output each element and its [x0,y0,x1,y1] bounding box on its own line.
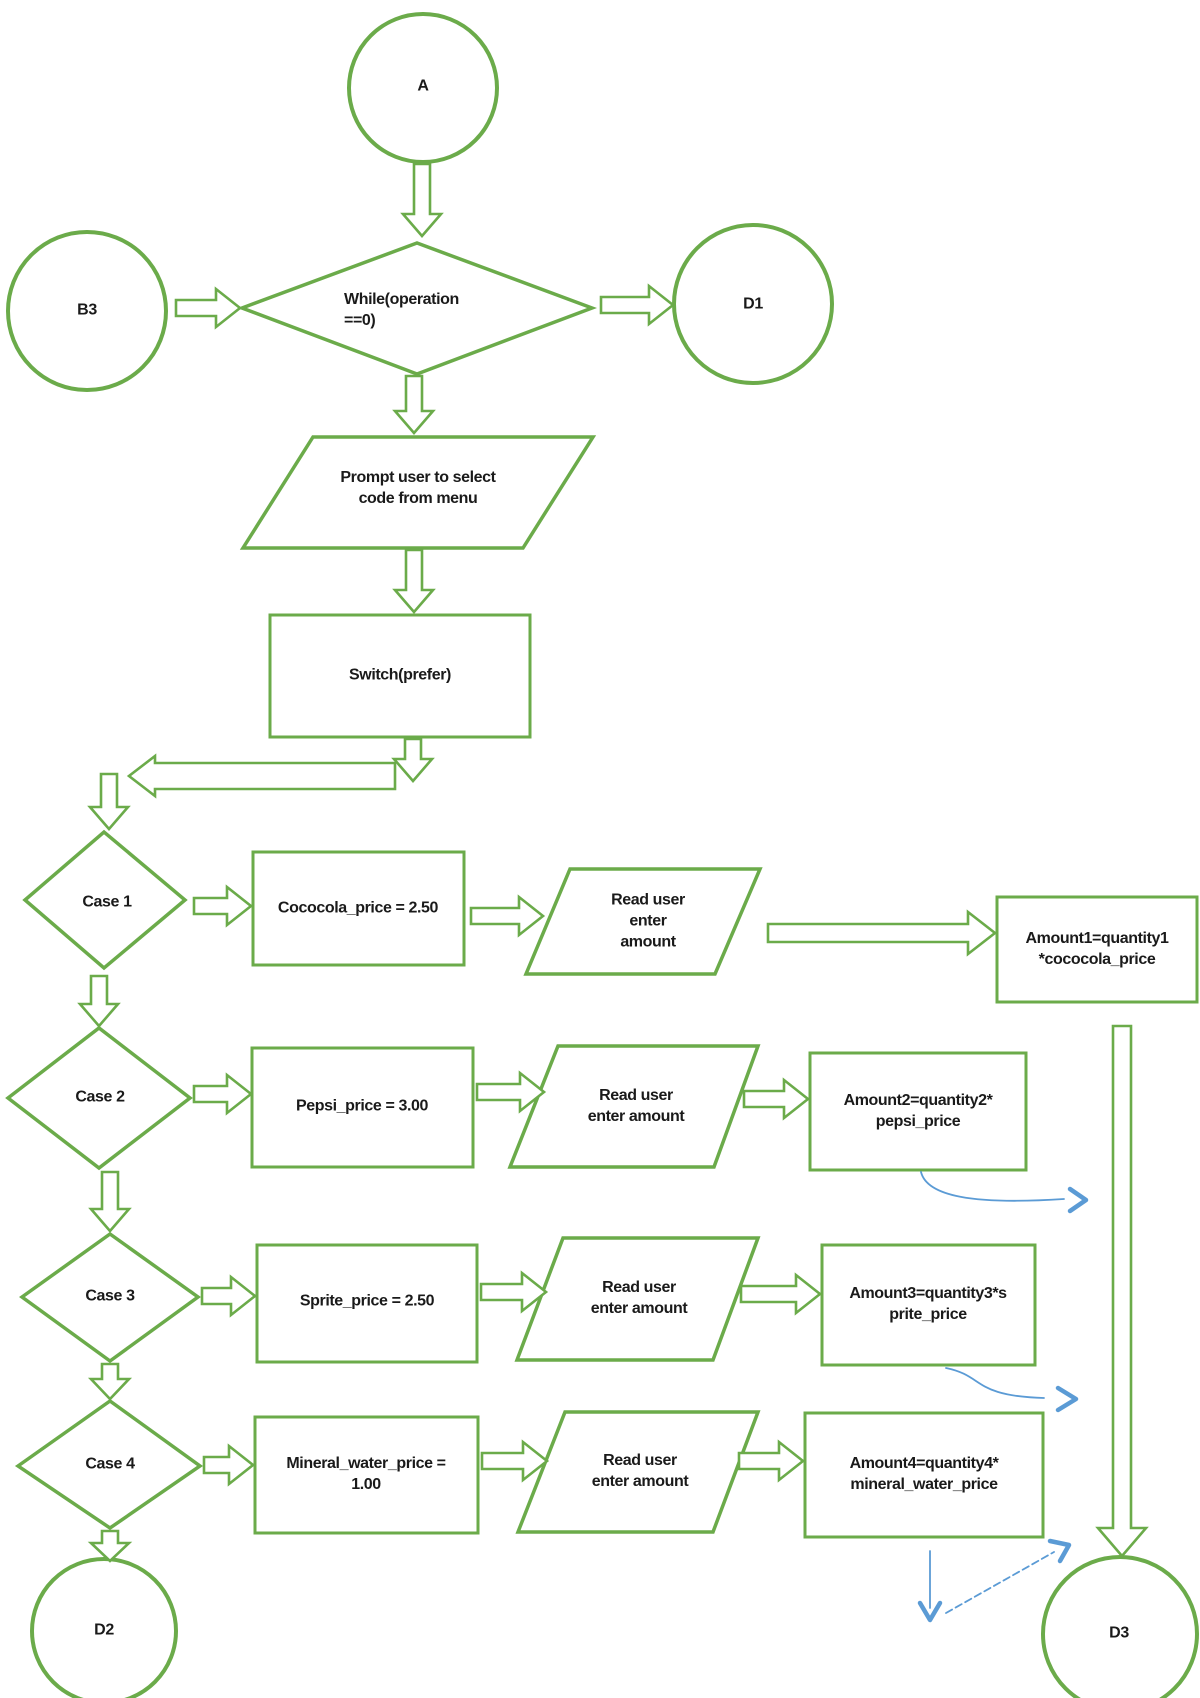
switch-label: Switch(prefer) [349,666,451,684]
amount3-label: Amount3=quantity3*s prite_price [849,1284,1007,1323]
arrow-mineral-to-read4 [480,1439,550,1483]
arrow-case3-to-sprite [200,1274,258,1318]
sprite-price-rect [255,1243,479,1364]
while-label: While(operation ==0) [344,290,459,329]
arrow-case2-to-pepsi [192,1072,254,1116]
prompt-label: Prompt user to select code from menu [340,468,496,507]
amount3-rect [820,1243,1037,1367]
case2-diamond [5,1025,193,1171]
blue-arrowhead-amount2 [1067,1186,1089,1214]
case3-diamond [19,1231,201,1364]
terminal-a-label: A [417,77,429,95]
sprite-price-label: Sprite_price = 2.50 [299,1292,435,1310]
arrow-read2-to-amount2 [742,1077,811,1121]
blue-arrowhead-amount3 [1055,1385,1079,1413]
arrow-read3-to-amount3 [739,1272,823,1316]
case3-label: Case 3 [85,1287,135,1305]
read2-parallelogram [507,1044,761,1169]
amount1-rect [995,895,1199,1004]
arrow-case3-to-case4 [87,1362,133,1401]
arrow-case1-to-coco [192,884,254,928]
amount4-rect [803,1411,1045,1539]
read4-parallelogram [515,1410,761,1534]
blue-connector-to-d3 [945,1551,1055,1614]
read3-parallelogram [514,1236,761,1362]
pepsi-price-label: Pepsi_price = 3.00 [295,1097,428,1115]
arrow-down-to-case1 [87,772,131,831]
arrow-amount1-to-d3 [1095,1024,1149,1558]
arrow-switch-down [391,737,435,783]
mineral-price-label: Mineral_water_price = 1.00 [286,1454,446,1493]
case4-label: Case 4 [85,1455,135,1473]
arrow-prompt-to-switch [392,548,436,614]
while-diamond [237,241,597,376]
case2-label: Case 2 [75,1088,125,1106]
arrow-read1-to-amount1 [766,909,998,957]
amount2-rect [808,1051,1028,1172]
terminal-a-circle [347,12,499,164]
coco-price-rect [251,850,466,967]
amount2-label: Amount2=quantity2* pepsi_price [843,1091,993,1130]
blue-arrowhead-amount4-down [917,1600,943,1623]
arrow-read4-to-amount4 [737,1439,806,1483]
arrow-case4-to-d2 [87,1529,133,1563]
arrow-coco-to-read1 [469,894,546,938]
arrow-while-to-prompt [392,374,436,435]
prompt-parallelogram [239,435,597,550]
read2-label: Read user enter amount [587,1086,685,1125]
coco-price-label: Cococola_price = 2.50 [277,899,439,917]
blue-connector-amount2 [920,1171,1065,1202]
arrow-switch-left [126,753,397,799]
arrow-pepsi-to-read2 [475,1070,547,1114]
arrow-b3-to-while [174,286,243,330]
terminal-d3-label: D3 [1109,1624,1129,1642]
blue-arrowhead-to-d3 [1047,1538,1072,1564]
arrow-case4-to-mineral [202,1443,256,1487]
case1-diamond [22,829,188,971]
arrow-a-to-while [400,162,444,238]
arrow-case1-to-case2 [77,974,121,1028]
read4-label: Read user enter amount [591,1451,689,1490]
arrow-sprite-to-read3 [479,1270,549,1314]
terminal-b3-label: B3 [77,301,97,319]
mineral-price-rect [253,1415,480,1535]
terminal-d1-circle [672,223,834,385]
switch-rect [268,613,532,739]
pepsi-price-rect [250,1046,475,1169]
read1-label: Read user enter amount [611,891,685,951]
terminal-d1-label: D1 [743,295,763,313]
terminal-d2-circle [30,1557,178,1698]
read1-parallelogram [523,867,763,976]
blue-connector-amount3 [945,1367,1045,1399]
terminal-d3-circle [1041,1555,1199,1698]
arrow-while-to-d1 [599,283,676,327]
case4-diamond [14,1398,204,1531]
amount4-label: Amount4=quantity4* mineral_water_price [849,1454,999,1493]
amount1-label: Amount1=quantity1 *cococola_price [1025,929,1169,968]
read3-label: Read user enter amount [590,1278,688,1317]
terminal-b3-circle [6,230,168,392]
arrow-case2-to-case3 [88,1170,132,1233]
terminal-d2-label: D2 [94,1621,114,1639]
case1-label: Case 1 [82,893,132,911]
